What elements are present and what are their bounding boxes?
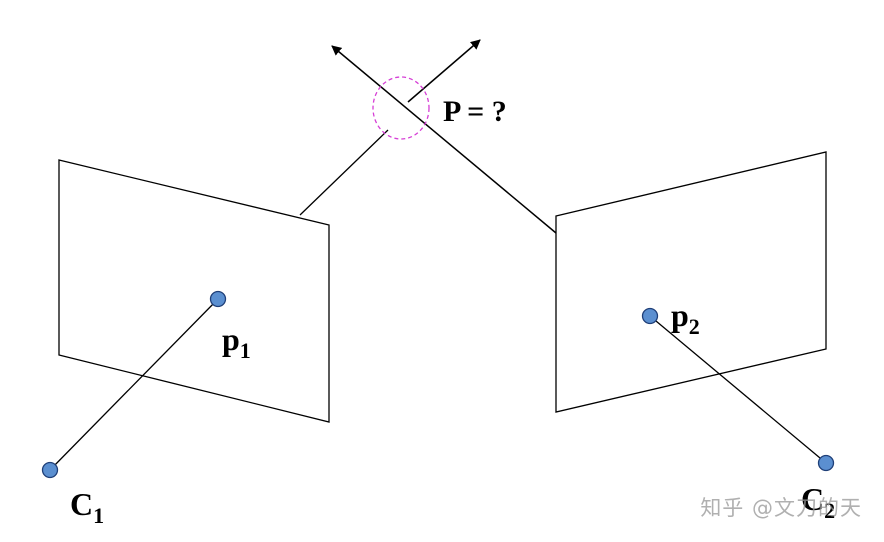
camera-center-c1 [41,461,59,479]
label-c1-subscript: 1 [93,503,104,528]
label-c1: C1 [70,486,104,528]
camera-center-c2 [817,454,835,472]
point-p1 [209,290,227,308]
point-p2 [641,307,659,325]
label-p2-subscript: 2 [689,314,700,339]
image-plane-right [555,151,827,413]
label-c2: C2 [801,481,835,523]
label-p1-subscript: 1 [240,338,251,363]
ray-right-extension [331,45,557,234]
watermark-text: 知乎 @文刀的天 [700,496,862,520]
label-c2-subscript: 2 [824,498,835,523]
label-p2-letter: p [671,297,689,333]
label-p2: p2 [671,297,700,339]
label-point-question: P = ? [443,95,507,128]
label-c2-letter: C [801,481,824,517]
ray-left-arrow [407,39,481,103]
label-c1-letter: C [70,486,93,522]
ray-c1-to-p1 [49,298,219,471]
label-p1-letter: p [222,321,240,357]
ray-left-extension [299,129,389,216]
image-plane-left [58,159,330,423]
label-p1: p1 [222,321,251,363]
uncertainty-circle [372,76,430,140]
ray-c2-to-p2 [649,315,827,464]
